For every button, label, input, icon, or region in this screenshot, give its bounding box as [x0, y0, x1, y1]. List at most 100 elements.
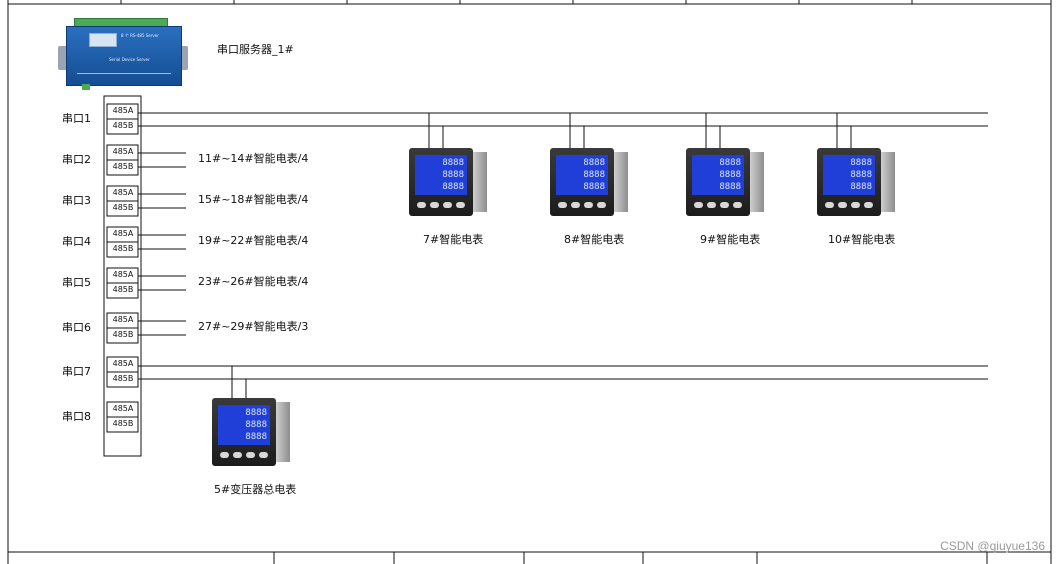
meter-button-1 [558, 202, 567, 208]
meter-lcd-digits: 8888 [719, 170, 741, 180]
port-meter-group-label-6: 27#~29#智能电表/3 [198, 320, 309, 333]
port-label-1: 串口1 [62, 112, 91, 125]
meter-button-3 [851, 202, 860, 208]
meter-side [473, 152, 487, 212]
meter-button-3 [720, 202, 729, 208]
signal-label-7-b: 485B [112, 374, 134, 383]
meter-lcd-digits: 8888 [850, 170, 872, 180]
smart-meter-port1-1: 8888 8888 8888 [409, 148, 487, 220]
meter-button-2 [571, 202, 580, 208]
meter-lcd-digits: 8888 [245, 420, 267, 430]
meter-button-1 [825, 202, 834, 208]
port-meter-group-label-4: 19#~22#智能电表/4 [198, 234, 309, 247]
meter-lcd-digits: 8888 [719, 182, 741, 192]
meter-label-port1-4: 10#智能电表 [828, 233, 896, 246]
meter-side [614, 152, 628, 212]
meter-button-1 [220, 452, 229, 458]
signal-label-8-a: 485A [112, 404, 134, 413]
signal-label-3-b: 485B [112, 203, 134, 212]
port-label-3: 串口3 [62, 194, 91, 207]
meter-lcd-digits: 8888 [245, 408, 267, 418]
meter-lcd-digits: 8888 [442, 170, 464, 180]
device-status-leds [77, 73, 171, 80]
smart-meter-port1-3: 8888 8888 8888 [686, 148, 764, 220]
port-label-4: 串口4 [62, 235, 91, 248]
meter-button-3 [584, 202, 593, 208]
serial-server-label: 串口服务器_1# [217, 43, 294, 56]
meter-button-4 [733, 202, 742, 208]
meter-side [276, 402, 290, 462]
meter-button-4 [259, 452, 268, 458]
meter-lcd-digits: 8888 [442, 182, 464, 192]
signal-label-2-b: 485B [112, 162, 134, 171]
meter-lcd: 8888 8888 8888 [556, 155, 608, 195]
meter-side [881, 152, 895, 212]
meter-lcd-digits: 8888 [245, 432, 267, 442]
smart-meter-port1-2: 8888 8888 8888 [550, 148, 628, 220]
device-brand-text: Serial Device Server [109, 57, 150, 62]
signal-label-6-b: 485B [112, 330, 134, 339]
meter-lcd-digits: 8888 [583, 182, 605, 192]
meter-lcd-digits: 8888 [850, 182, 872, 192]
meter-button-4 [597, 202, 606, 208]
device-body: 8 个 RS-485 Server Serial Device Server [66, 26, 182, 86]
meter-side [750, 152, 764, 212]
port-label-6: 串口6 [62, 321, 91, 334]
meter-lcd: 8888 8888 8888 [823, 155, 875, 195]
meter-lcd: 8888 8888 8888 [218, 405, 270, 445]
device-model-text: 8 个 RS-485 Server [121, 33, 159, 38]
port-label-7: 串口7 [62, 365, 91, 378]
meter-buttons [694, 202, 742, 208]
meter-button-4 [864, 202, 873, 208]
serial-server-device: 8 个 RS-485 Server Serial Device Server [58, 18, 188, 90]
meter-label-port1-1: 7#智能电表 [423, 233, 484, 246]
signal-label-5-b: 485B [112, 285, 134, 294]
meter-lcd-digits: 8888 [719, 158, 741, 168]
port-label-8: 串口8 [62, 410, 91, 423]
signal-label-5-a: 485A [112, 270, 134, 279]
meter-lcd: 8888 8888 8888 [415, 155, 467, 195]
meter-lcd-digits: 8888 [583, 158, 605, 168]
meter-button-2 [707, 202, 716, 208]
meter-button-1 [694, 202, 703, 208]
signal-label-6-a: 485A [112, 315, 134, 324]
meter-label-port1-2: 8#智能电表 [564, 233, 625, 246]
meter-button-1 [417, 202, 426, 208]
meter-button-2 [838, 202, 847, 208]
signal-label-1-b: 485B [112, 121, 134, 130]
smart-meter-port1-4: 8888 8888 8888 [817, 148, 895, 220]
meter-lcd-digits: 8888 [442, 158, 464, 168]
port-meter-group-label-3: 15#~18#智能电表/4 [198, 193, 309, 206]
meter-lcd-digits: 8888 [583, 170, 605, 180]
smart-meter-port7-1: 8888 8888 8888 [212, 398, 290, 470]
meter-button-4 [456, 202, 465, 208]
meter-buttons [558, 202, 606, 208]
meter-buttons [825, 202, 873, 208]
signal-label-4-b: 485B [112, 244, 134, 253]
terminal-cell-b-8 [106, 416, 139, 433]
meter-buttons [220, 452, 268, 458]
meter-label-port7-1: 5#变压器总电表 [214, 483, 297, 496]
meter-lcd: 8888 8888 8888 [692, 155, 744, 195]
watermark: CSDN @qiuyue136 [940, 539, 1045, 553]
signal-label-8-b: 485B [112, 419, 134, 428]
meter-button-3 [246, 452, 255, 458]
port-meter-group-label-2: 11#~14#智能电表/4 [198, 152, 309, 165]
terminal-strip-bottom [82, 84, 90, 90]
signal-label-2-a: 485A [112, 147, 134, 156]
port-label-5: 串口5 [62, 276, 91, 289]
device-mount-ear-right [178, 46, 188, 70]
meter-buttons [417, 202, 465, 208]
port-meter-group-label-5: 23#~26#智能电表/4 [198, 275, 309, 288]
signal-label-3-a: 485A [112, 188, 134, 197]
device-mount-ear-left [58, 46, 68, 70]
meter-button-2 [233, 452, 242, 458]
meter-lcd-digits: 8888 [850, 158, 872, 168]
port-label-2: 串口2 [62, 153, 91, 166]
signal-label-4-a: 485A [112, 229, 134, 238]
meter-button-3 [443, 202, 452, 208]
meter-button-2 [430, 202, 439, 208]
signal-label-7-a: 485A [112, 359, 134, 368]
